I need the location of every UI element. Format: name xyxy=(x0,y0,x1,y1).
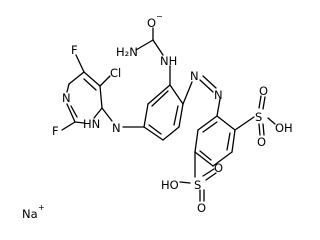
pyrimidine-ring xyxy=(66,71,103,124)
bond-s2-o-top xyxy=(202,168,215,177)
bond-s1-oh xyxy=(267,117,276,125)
atom-s-sulfo-2: S xyxy=(194,178,201,192)
atom-hn-pyrimidine: HN xyxy=(83,117,100,131)
molecule-structure-diagram: O − H₂N NH Cl F N F HN N N N O S OH O O … xyxy=(22,12,293,221)
atom-n-link: N xyxy=(112,121,121,135)
bond-c-f-bottom xyxy=(61,121,76,131)
atom-s-sulfo-1: S xyxy=(255,110,262,124)
atom-n-azo-2: N xyxy=(214,88,223,102)
atom-o-sulfo-2-bottom: O xyxy=(197,201,206,215)
charge-o-minus: − xyxy=(156,12,163,21)
atom-o-sulfo-1-top: O xyxy=(259,84,268,98)
bond-c-cl xyxy=(99,75,111,87)
atom-o-sulfo-1-bottom: O xyxy=(257,135,266,149)
bond-c-nh xyxy=(152,39,164,56)
bond-c-f-top xyxy=(75,54,85,73)
bond-s1-o-bottom xyxy=(258,123,261,136)
counter-ion-symbol: Na xyxy=(22,207,38,221)
bond-s1-o-top xyxy=(258,95,262,109)
atom-cl: Cl xyxy=(110,66,121,80)
bond-c-nh2 xyxy=(135,39,154,51)
bond-lines xyxy=(61,27,276,202)
counter-ion-charge: + xyxy=(38,203,45,212)
bond-azo-n-n-b xyxy=(202,75,217,89)
atom-ho-sulfo-2: HO xyxy=(161,178,179,192)
atom-n-azo-1: N xyxy=(190,69,199,83)
atom-f-top: F xyxy=(71,43,78,57)
bond-nh-link-pyrimidine xyxy=(101,107,113,122)
bond-s2-oh xyxy=(179,181,191,184)
atom-o-sulfo-2-top: O xyxy=(214,161,223,175)
bond-azo-n-n-a xyxy=(199,79,214,93)
atom-oh-sulfo-1: OH xyxy=(275,121,293,135)
bond-s1-o-bottom-b xyxy=(262,123,265,136)
bond-ring-azo xyxy=(182,81,193,105)
central-benzene-ring xyxy=(143,84,184,141)
lower-benzene-ring xyxy=(194,115,236,167)
bond-azo-lower-ring xyxy=(216,98,221,117)
bond-ring-s1 xyxy=(234,116,255,131)
atom-labels: O − H₂N NH Cl F N F HN N N N O S OH O O … xyxy=(52,12,293,215)
atom-n-pyrimidine: N xyxy=(62,91,71,105)
counter-ion: Na + xyxy=(22,203,45,221)
bond-s1-o-top-b xyxy=(262,96,266,110)
bond-s2-o-top-b xyxy=(205,172,217,181)
atom-f-bottom: F xyxy=(52,124,59,138)
atom-o-minus: O xyxy=(147,16,156,30)
atom-nh-urea: NH xyxy=(160,54,177,68)
atom-h2n: H₂N xyxy=(116,45,138,59)
